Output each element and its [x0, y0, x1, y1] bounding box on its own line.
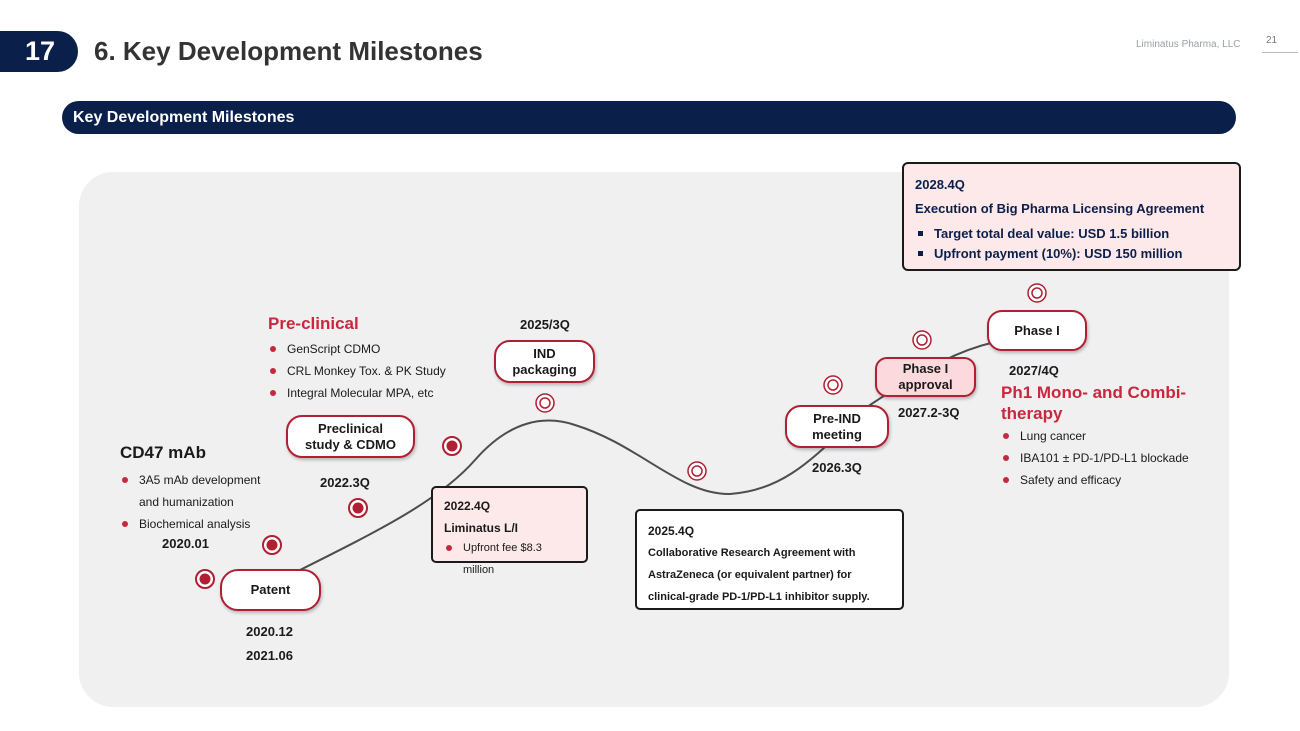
patent-date-1: 2020.12: [246, 624, 293, 639]
big-pharma-title: Execution of Big Pharma Licensing Agreem…: [915, 201, 1205, 216]
ind-pill: IND packaging: [494, 340, 595, 383]
list-item: 3A5 mAb development: [120, 469, 260, 491]
preind-line1: Pre-IND: [813, 410, 861, 426]
list-item: Upfront fee $8.3 million: [444, 537, 575, 581]
preind-pill: Pre-IND meeting: [785, 405, 889, 448]
preclinical-pill-line1: Preclinical: [317, 420, 384, 436]
list-item: and humanization: [139, 495, 234, 509]
phase1-approval-line2: approval: [898, 377, 953, 392]
collab-card-line2: AstraZeneca (or equivalent partner) for: [648, 569, 852, 581]
preclinical-heading: Pre-clinical: [268, 314, 359, 333]
patent-date-2: 2021.06: [246, 648, 293, 663]
marker-hollow-1: [535, 393, 555, 413]
collab-card: 2025.4Q Collaborative Research Agreement…: [635, 509, 904, 610]
marker-filled-4: [442, 436, 462, 456]
preclinical-pill: Preclinical study & CDMO: [286, 415, 415, 458]
patent-label: Patent: [250, 582, 291, 597]
cd47-heading: CD47 mAb: [120, 443, 206, 462]
patent-pill: Patent: [220, 569, 321, 611]
collab-card-date: 2025.4Q: [648, 524, 695, 538]
preind-line2: meeting: [812, 426, 862, 442]
big-pharma-card: 2028.4Q Execution of Big Pharma Licensin…: [902, 162, 1241, 271]
milestone-curve: [299, 341, 996, 571]
list-item: Safety and efficacy: [1001, 469, 1189, 491]
cd47-date: 2020.01: [162, 536, 209, 551]
big-pharma-date: 2028.4Q: [915, 177, 965, 192]
ind-line2: packaging: [512, 361, 577, 377]
phase1-date: 2027/4Q: [1009, 363, 1059, 378]
preclinical-date: 2022.3Q: [320, 475, 370, 490]
slide-number-badge: 17: [0, 31, 78, 72]
phase1-heading: Ph1 Mono- and Combi-therapy: [1001, 383, 1187, 423]
licensing-card: 2022.4Q Liminatus L/I Upfront fee $8.3 m…: [431, 486, 588, 576]
licensing-card-list: Upfront fee $8.3 million: [444, 537, 575, 581]
phase1-approval-line1: Phase I: [902, 361, 949, 376]
marker-hollow-5: [1027, 283, 1047, 303]
preclinical-list: GenScript CDMO CRL Monkey Tox. & PK Stud…: [268, 338, 446, 404]
page-number-rule: [1262, 52, 1298, 53]
page-number: 21: [1266, 35, 1278, 46]
list-item: Lung cancer: [1001, 425, 1189, 447]
ind-line1: IND: [533, 345, 556, 361]
marker-filled-3: [348, 498, 368, 518]
collab-card-line1: Collaborative Research Agreement with: [648, 547, 856, 559]
list-item: GenScript CDMO: [268, 338, 446, 360]
list-item: Biochemical analysis: [120, 513, 260, 535]
ind-date: 2025/3Q: [520, 317, 570, 332]
marker-filled-2: [262, 535, 282, 555]
licensing-card-title: Liminatus L/I: [444, 521, 519, 535]
preclinical-pill-line2: study & CDMO: [305, 436, 396, 452]
phase1-approval-pill: Phase I approval: [875, 357, 976, 397]
marker-hollow-2: [687, 461, 707, 481]
list-item: CRL Monkey Tox. & PK Study: [268, 360, 446, 382]
page-title: 6. Key Development Milestones: [94, 36, 483, 66]
big-pharma-list: Target total deal value: USD 1.5 billion…: [915, 224, 1228, 264]
phase1-label: Phase I: [1014, 322, 1060, 338]
phase1-list: Lung cancer IBA101 ± PD-1/PD-L1 blockade…: [1001, 425, 1189, 491]
marker-filled-1: [195, 569, 215, 589]
preind-date: 2026.3Q: [812, 460, 862, 475]
list-item: IBA101 ± PD-1/PD-L1 blockade: [1001, 447, 1189, 469]
list-item: Integral Molecular MPA, etc: [268, 382, 446, 404]
section-title-bar: Key Development Milestones: [62, 101, 1236, 134]
marker-hollow-4: [912, 330, 932, 350]
list-item: Upfront payment (10%): USD 150 million: [915, 244, 1228, 264]
licensing-card-date: 2022.4Q: [444, 499, 491, 513]
company-name: Liminatus Pharma, LLC: [1136, 39, 1241, 50]
phase1-approval-date: 2027.2-3Q: [898, 405, 960, 420]
list-item: Target total deal value: USD 1.5 billion: [915, 224, 1228, 244]
marker-hollow-3: [823, 375, 843, 395]
cd47-list: 3A5 mAb development and humanization Bio…: [120, 469, 260, 535]
phase1-pill: Phase I: [987, 310, 1087, 351]
collab-card-line3: clinical-grade PD-1/PD-L1 inhibitor supp…: [648, 591, 870, 603]
